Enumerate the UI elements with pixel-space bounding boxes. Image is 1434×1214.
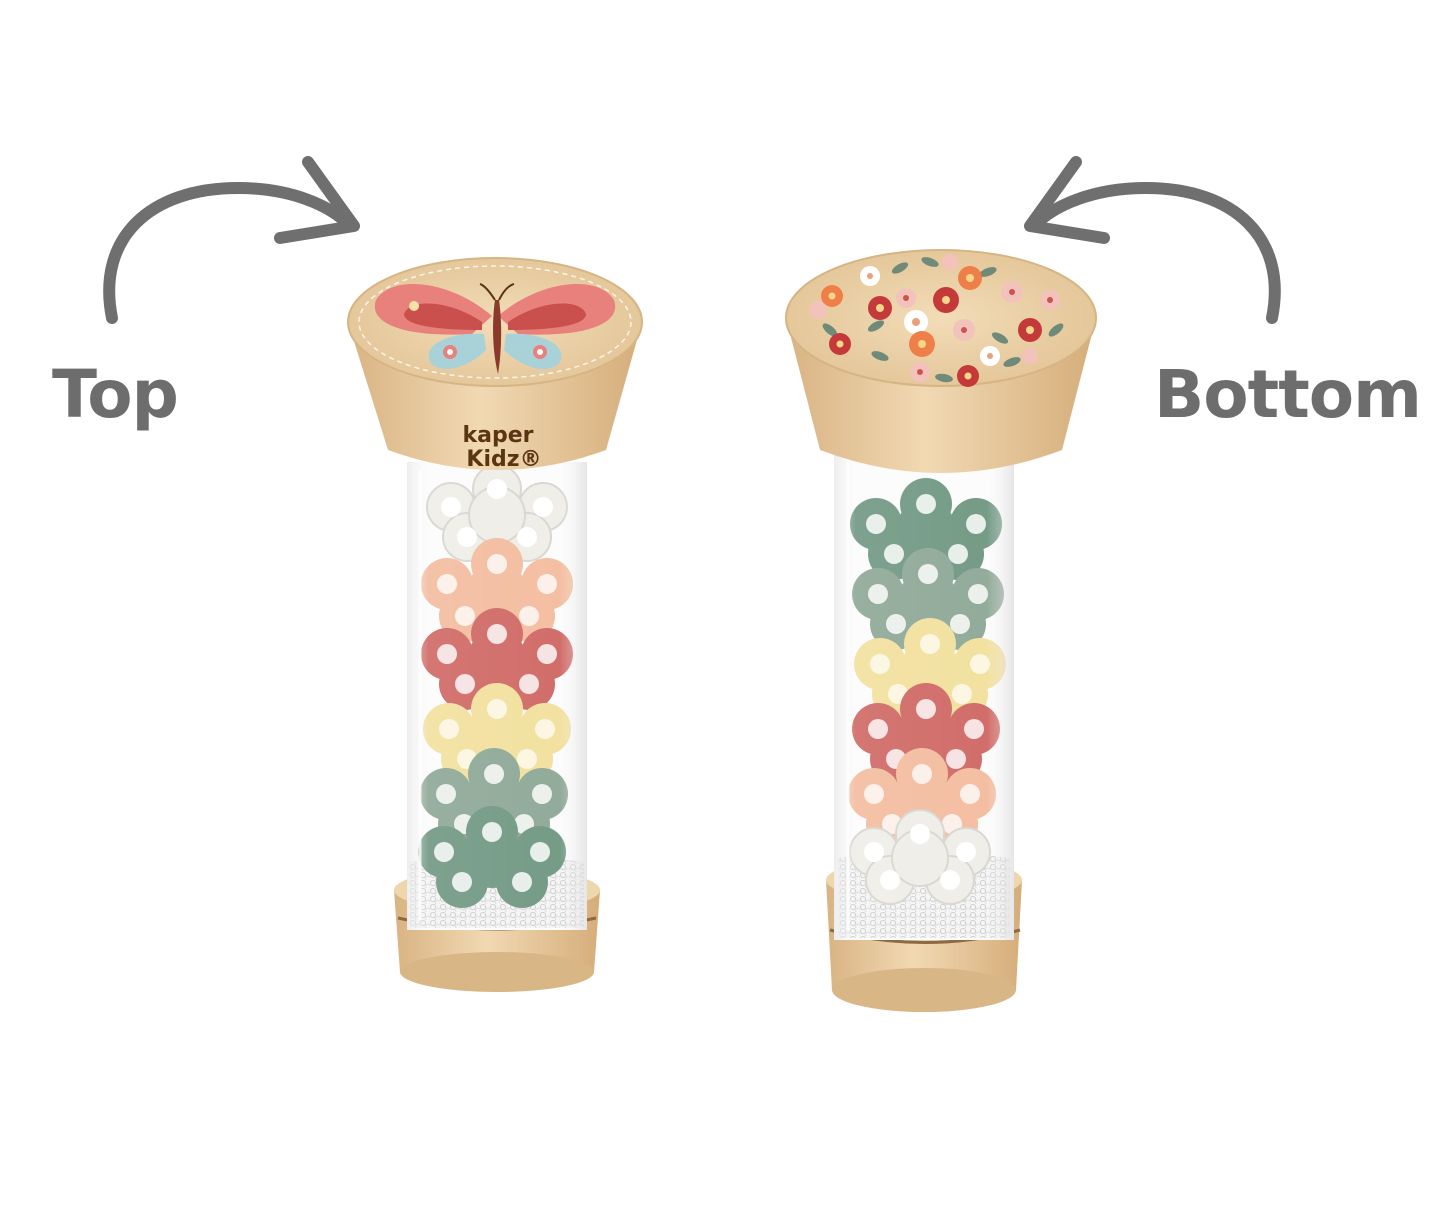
wooden-top-cap: kaper Kidz® bbox=[347, 257, 643, 472]
bottom-label: Bottom bbox=[1154, 356, 1422, 433]
brand-logo: kaper Kidz® bbox=[463, 423, 542, 472]
curved-arrow-left-icon bbox=[1024, 156, 1281, 324]
floral-pattern-icon bbox=[809, 254, 1064, 387]
butterfly-icon bbox=[374, 283, 616, 374]
brand-line-1: kaper bbox=[463, 423, 534, 448]
brand-line-2: Kidz® bbox=[466, 447, 541, 472]
top-label: Top bbox=[52, 356, 179, 433]
rainmaker-top-view: kaper Kidz® bbox=[347, 257, 643, 992]
curved-arrow-right-icon bbox=[103, 156, 360, 324]
rainmaker-bottom-view bbox=[785, 249, 1097, 1012]
wooden-top-cap bbox=[785, 249, 1097, 473]
